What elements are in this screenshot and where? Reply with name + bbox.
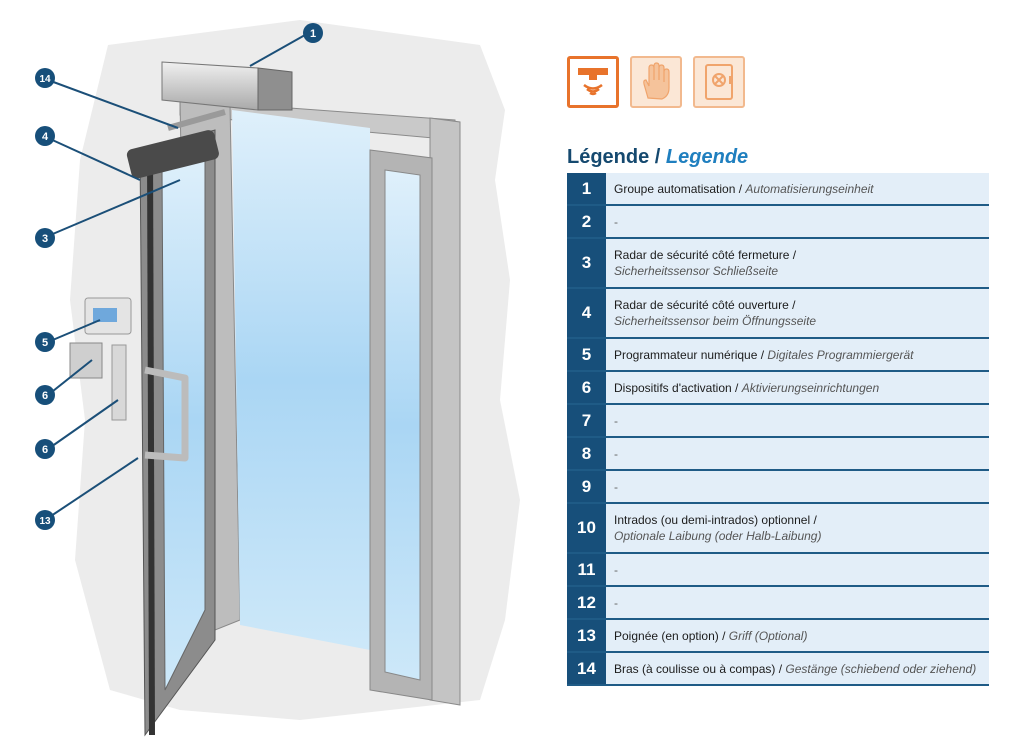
legend-row-text: Groupe automatisation / Automatisierungs… [606,173,989,204]
legend-row-text: Bras (à coulisse ou à compas) / Gestänge… [606,653,989,684]
hand-icon [630,56,682,108]
legend-row-de: Aktivierungseinrichtungen [741,380,880,395]
callout-3: 3 [35,228,55,248]
legend-row-de: Digitales Programmiergerät [767,347,914,362]
legend-row-number: 9 [567,471,606,502]
legend-row-number: 14 [567,653,606,684]
legend-row-number: 6 [567,372,606,403]
legend-row-number: 1 [567,173,606,204]
legend-row-de: Sicherheitssensor beim Öffnungsseite [614,314,817,328]
legend-row-number: 7 [567,405,606,436]
callout-6-a: 6 [35,385,55,405]
legend-row-text: Programmateur numérique / Digitales Prog… [606,339,989,370]
legend-row: 11- [567,554,989,587]
legend-row-number: 2 [567,206,606,237]
svg-text:4: 4 [42,131,49,143]
legend-row-number: 13 [567,620,606,651]
svg-text:13: 13 [39,516,51,527]
legend-row-de: Sicherheitssensor Schließseite [614,264,779,278]
legend-row-fr: Programmateur numérique [614,347,758,362]
legend-row-de: Griff (Optional) [728,628,808,643]
legend-row-empty: - [614,595,618,610]
mode-icons [567,56,745,108]
legend-row-empty: - [614,479,618,494]
svg-text:3: 3 [42,233,48,245]
legend-row-number: 3 [567,239,606,287]
legend-row-number: 4 [567,289,606,337]
legend-row-de: Gestänge (schiebend oder ziehend) [785,661,977,676]
svg-text:5: 5 [42,337,48,349]
legend-title-fr: Légende [567,146,650,168]
legend-row-text: - [606,438,989,469]
legend-row-number: 5 [567,339,606,370]
svg-text:1: 1 [310,28,316,40]
legend-row-text: - [606,587,989,618]
callout-5: 5 [35,332,55,352]
legend-row-empty: - [614,446,618,461]
door-diagram: 1 14 4 3 5 6 6 13 [35,20,520,737]
callout-6-b: 6 [35,439,55,459]
legend-row: 7- [567,405,989,438]
legend-row-number: 8 [567,438,606,469]
legend-row-de: Automatisierungseinheit [745,181,874,196]
legend-row: 9- [567,471,989,504]
operator-arm [167,109,226,131]
legend-row: 2- [567,206,989,239]
legend-title-de: Legende [665,146,749,168]
legend-row-number: 10 [567,504,606,552]
callout-1: 1 [303,23,323,43]
legend-row-fr: Groupe automatisation [614,181,736,196]
radar-sensor-icon [567,56,619,108]
wall-push-plate-icon [693,56,745,108]
legend-row-empty: - [614,562,618,577]
legend-row-text: Dispositifs d'activation / Aktivierungse… [606,372,989,403]
legend-row-text: Poignée (en option) / Griff (Optional) [606,620,989,651]
callout-14: 14 [35,68,55,88]
legend-row-text: Radar de sécurité côté ouverture /Sicher… [606,289,989,337]
legend-row-text: Intrados (ou demi-intrados) optionnel /O… [606,504,989,552]
legend-row-text: Radar de sécurité côté fermeture /Sicher… [606,239,989,287]
legend-row-empty: - [614,413,618,428]
legend-row-fr: Bras (à coulisse ou à compas) [614,661,776,676]
legend-row-text: - [606,405,989,436]
push-bar [111,344,127,421]
legend-row-fr: Radar de sécurité côté fermeture [614,248,790,262]
legend-row-text: - [606,206,989,237]
legend-row-fr: Dispositifs d'activation [614,380,732,395]
legend-row-number: 11 [567,554,606,585]
svg-text:14: 14 [39,74,51,85]
legend-row-fr: Intrados (ou demi-intrados) optionnel [614,513,811,527]
legend-row-fr: Poignée (en option) [614,628,719,643]
svg-text:6: 6 [42,444,48,456]
legend-row-text: - [606,471,989,502]
legend-row-number: 12 [567,587,606,618]
legend-row: 8- [567,438,989,471]
legend-title-separator: / [649,146,666,168]
callout-4: 4 [35,126,55,146]
side-panel-glass [384,169,421,681]
legend-row: 12- [567,587,989,620]
svg-text:6: 6 [42,390,48,402]
opening-glass [232,110,370,650]
legend-row-de: Optionale Laibung (oder Halb-Laibung) [614,529,822,543]
door-handle [144,366,189,462]
legend-row-fr: Radar de sécurité côté ouverture [614,298,789,312]
legend-row-empty: - [614,214,618,229]
legend-row-text: - [606,554,989,585]
door-frame-right-post [429,117,461,706]
legend-title: Légende / Legende [567,146,748,169]
callout-13: 13 [35,510,55,530]
safety-sensor-bar [126,130,219,179]
